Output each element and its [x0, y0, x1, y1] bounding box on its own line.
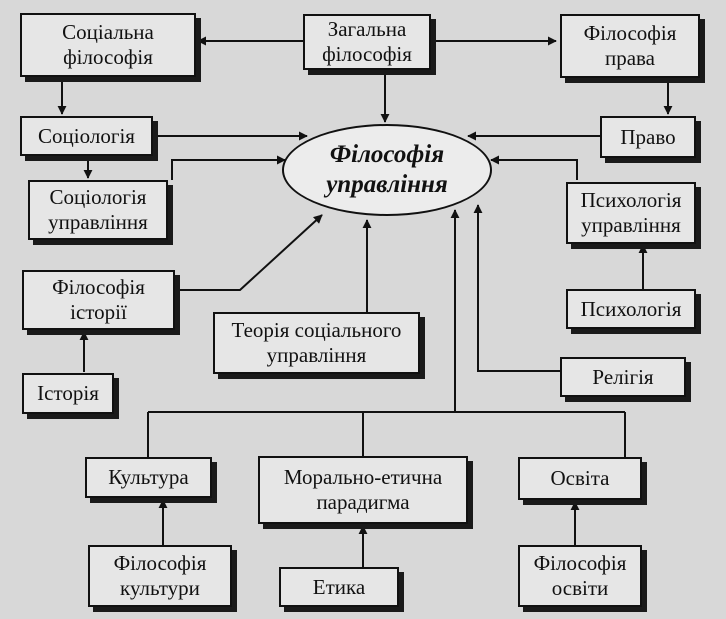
node-psychology-of-management: Психологія управління — [566, 182, 696, 244]
node-line: управління — [581, 213, 681, 237]
node-line: управління — [48, 210, 148, 234]
node-law: Право — [600, 116, 696, 158]
arrow-philosophy-of-history-to-center — [175, 214, 323, 291]
node-line: Соціальна — [62, 20, 154, 44]
node-moral-ethical-paradigm: Морально-етична парадигма — [258, 456, 468, 524]
node-line: Теорія соціального — [231, 318, 402, 342]
node-line: Морально-етична — [283, 465, 443, 489]
node-line: Історія — [37, 381, 99, 405]
node-philosophy-of-education: Філософія освіти — [518, 545, 642, 607]
node-line: парадигма — [316, 490, 410, 514]
central-node-line2: управління — [326, 171, 448, 198]
arrow-religion-to-center — [473, 204, 560, 372]
arrow-psychology-of-management-to-center — [490, 155, 578, 180]
node-line: Освіта — [550, 466, 610, 490]
node-line: Філософія — [583, 21, 677, 45]
node-ethics: Етика — [279, 567, 399, 607]
node-line: Етика — [312, 574, 366, 599]
node-philosophy-of-history: Філософія історії — [22, 270, 175, 330]
node-line: Філософія — [52, 275, 145, 299]
node-line: Психологія — [580, 296, 682, 321]
node-line: філософія — [63, 45, 153, 69]
node-social-philosophy: Соціальна філософія — [20, 13, 196, 77]
node-education: Освіта — [518, 457, 642, 500]
node-line: Соціологія — [38, 123, 135, 148]
node-religion: Релігія — [560, 357, 686, 397]
node-philosophy-of-law: Філософія права — [560, 14, 700, 78]
node-line: управління — [266, 343, 367, 367]
central-node-philosophy-of-management: Філософія управління — [282, 124, 492, 216]
node-line: Соціологія — [49, 185, 147, 209]
node-line: Філософія — [533, 551, 627, 575]
arrow-sociology-of-management-to-center — [171, 155, 286, 180]
central-node-line1: Філософія — [329, 141, 445, 168]
node-sociology-of-management: Соціологія управління — [28, 180, 168, 240]
node-line: Філософія — [113, 551, 207, 575]
node-line: Релігія — [592, 364, 654, 389]
node-line: історії — [70, 300, 127, 324]
node-line: культури — [120, 576, 200, 600]
node-line: Загальна — [327, 17, 407, 41]
node-history: Історія — [22, 373, 114, 414]
node-general-philosophy: Загальна філософія — [303, 14, 431, 70]
node-line: Право — [620, 124, 676, 149]
node-line: Психологія — [580, 188, 682, 212]
node-line: Культура — [108, 465, 189, 489]
node-philosophy-of-culture: Філософія культури — [88, 545, 232, 607]
node-sociology: Соціологія — [20, 116, 153, 156]
node-culture: Культура — [85, 457, 212, 498]
node-line: освіти — [551, 576, 609, 600]
node-line: права — [604, 46, 656, 70]
node-line: філософія — [322, 42, 412, 66]
node-social-management-theory: Теорія соціального управління — [213, 312, 420, 374]
node-psychology: Психологія — [566, 289, 696, 329]
